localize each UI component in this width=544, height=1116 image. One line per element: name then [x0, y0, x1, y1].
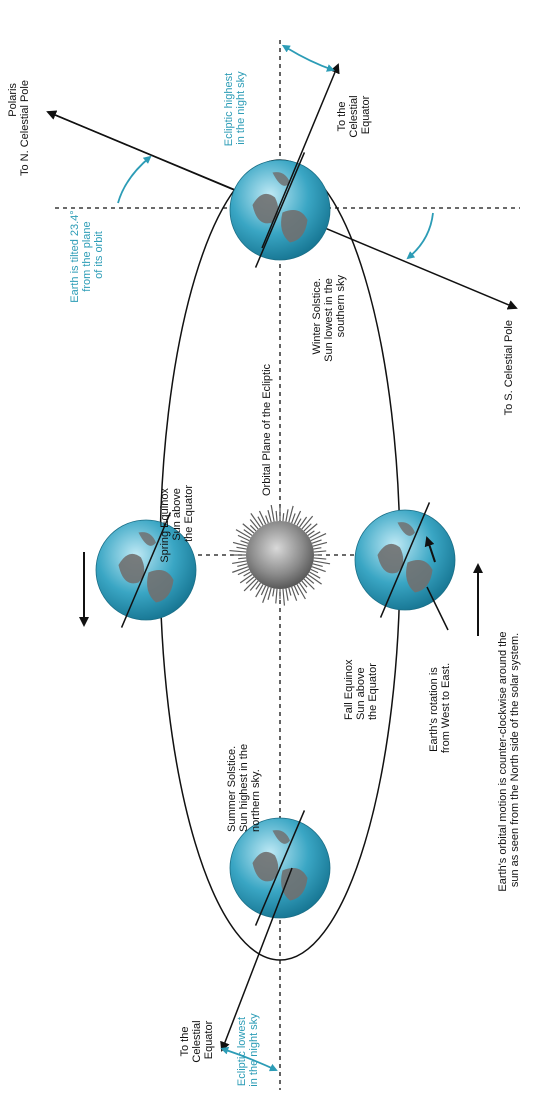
angle-arc-icon-bottom: [220, 1046, 278, 1072]
earth-globe-icon-winter: [229, 152, 331, 268]
label-tilt: Earth is tilted 23.4° from the plane of …: [69, 207, 105, 303]
svg-text:Earth's orbital motion is coun: Earth's orbital motion is counter-clockw…: [497, 628, 521, 891]
svg-text:Polaris To N. Celestial: Polaris To N. Celestial Pole: [7, 80, 31, 176]
angle-arc-icon-tilt-left: [117, 155, 152, 204]
svg-text:Summer Solstice. Sun hig: Summer Solstice. Sun highest in the nort…: [226, 741, 262, 832]
svg-text:Earth's rotation is from: Earth's rotation is from West to East.: [428, 663, 452, 753]
label-ecliptic-highest: Ecliptic highest in the night sky: [223, 70, 247, 146]
svg-text:Earth is tilted 23.4° fr: Earth is tilted 23.4° from the plane of …: [69, 207, 105, 303]
svg-text:To S. Celestial Pole: To S. Celestial Pole: [503, 320, 515, 415]
angle-arc-icon-tilt-right: [406, 212, 434, 260]
svg-text:To the Celestial E: To the Celestial Equator: [179, 1017, 215, 1062]
label-s-pole: To S. Celestial Pole: [503, 320, 515, 415]
label-celestial-equator-top: To the Celestial Equator: [336, 92, 372, 137]
rotation-pointer-line: [426, 586, 449, 631]
svg-text:Ecliptic lowest in the n: Ecliptic lowest in the night sky: [236, 1013, 260, 1087]
label-winter-solstice: Winter Solstice. Sun lowest in the south…: [311, 275, 347, 362]
earth-globe-icon-spring: [95, 512, 197, 628]
label-spring-equinox: Spring Equinox Sun above the Equator: [159, 485, 195, 563]
label-celestial-equator-bottom: To the Celestial Equator: [179, 1017, 215, 1062]
earth-globe-icon-fall: [354, 502, 456, 618]
svg-text:Spring Equinox Sun above: Spring Equinox Sun above the Equator: [159, 485, 195, 563]
label-orbital-motion: Earth's orbital motion is counter-clockw…: [497, 628, 521, 891]
earth-globe-icon-summer: [229, 810, 331, 926]
label-polaris: Polaris To N. Celestial Pole: [7, 80, 31, 176]
svg-text:Orbital Plane of the Ecliptic: Orbital Plane of the Ecliptic: [261, 363, 273, 496]
celestial-equator-arrow-bottom: [220, 867, 293, 1052]
label-summer-solstice: Summer Solstice. Sun highest in the nort…: [226, 741, 262, 832]
label-rotation: Earth's rotation is from West to East.: [428, 663, 452, 753]
svg-text:Ecliptic highest in the: Ecliptic highest in the night sky: [223, 70, 247, 146]
label-fall-equinox: Fall Equinox Sun above the Equator: [343, 656, 379, 720]
sun-icon: [229, 504, 331, 606]
rotation-arrow-icon: [424, 536, 436, 563]
svg-text:To the Celestial E: To the Celestial Equator: [336, 92, 372, 137]
svg-text:Winter Solstice. Sun low: Winter Solstice. Sun lowest in the south…: [311, 275, 347, 362]
label-ecliptic-lowest: Ecliptic lowest in the night sky: [236, 1013, 260, 1087]
celestial-equator-arrow-top: [261, 63, 340, 249]
celestial-pole-axis-north: [46, 110, 241, 193]
angle-arc-icon-top: [281, 44, 335, 72]
label-orbital-plane: Orbital Plane of the Ecliptic: [258, 355, 274, 505]
svg-text:Fall Equinox Sun above: Fall Equinox Sun above the Equator: [343, 656, 379, 720]
